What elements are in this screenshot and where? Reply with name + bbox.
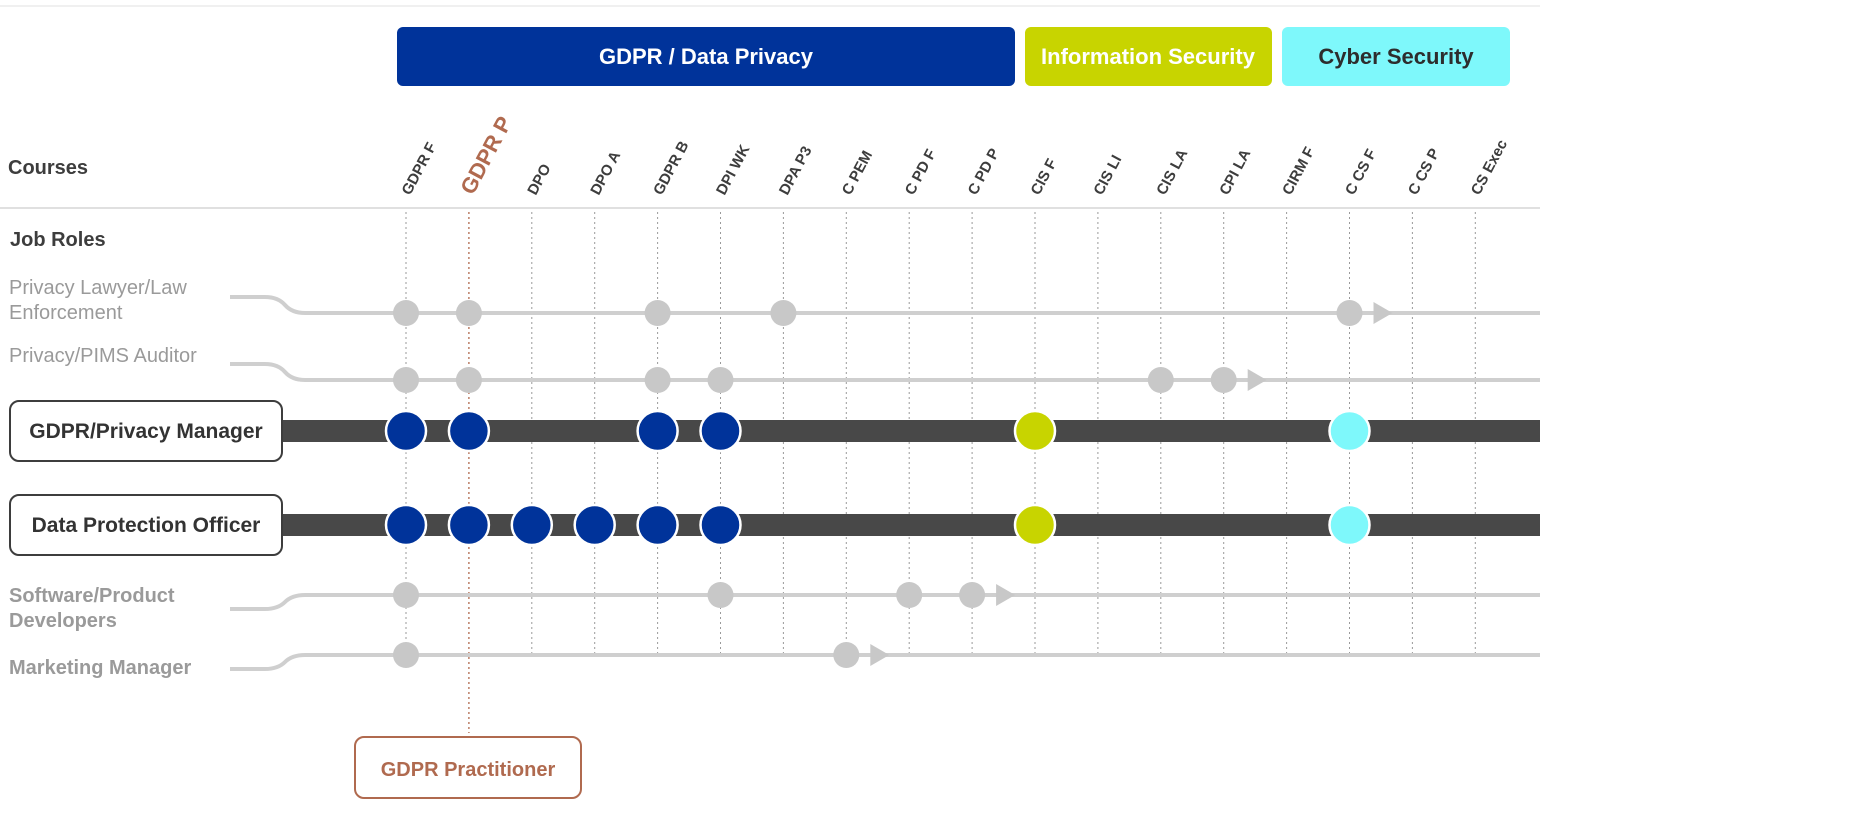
course-label[interactable]: DPA P3 — [776, 144, 816, 198]
course-label[interactable]: DPI WK — [713, 142, 754, 198]
minor-role-track — [230, 362, 1540, 382]
course-label[interactable]: GDPR F — [399, 140, 441, 198]
gdpr-practitioner-callout[interactable]: GDPR Practitioner — [354, 736, 582, 799]
course-dot[interactable] — [833, 642, 860, 668]
course-dot[interactable] — [644, 367, 671, 393]
course-label[interactable]: DPO A — [587, 148, 624, 198]
job-roles-header: Job Roles — [10, 229, 106, 251]
course-label[interactable]: DPO — [524, 161, 554, 198]
course-label[interactable]: CIRM F — [1279, 144, 1318, 198]
role-label: Marketing Manager — [9, 657, 191, 679]
course-label[interactable]: C PEM — [839, 148, 876, 198]
course-dot[interactable] — [1328, 503, 1371, 547]
course-dot[interactable] — [1013, 503, 1057, 547]
category-label-privacy: GDPR / Data Privacy — [599, 44, 814, 69]
course-dot[interactable] — [447, 503, 491, 547]
courses-header: Courses — [8, 157, 88, 179]
role-tracks — [230, 295, 1540, 671]
arrow-right-icon — [870, 644, 890, 666]
role-label: Software/Product — [9, 585, 175, 607]
role-box[interactable]: Data Protection Officer — [9, 494, 283, 556]
role-box[interactable]: GDPR/Privacy Manager — [9, 400, 283, 462]
course-dot[interactable] — [573, 503, 616, 547]
course-dot[interactable] — [707, 367, 734, 393]
course-label[interactable]: CPI LA — [1216, 146, 1254, 198]
role-label: Privacy Lawyer/Law — [9, 277, 187, 299]
callout-label: GDPR Practitioner — [381, 759, 556, 781]
category-bar-infosec: Information Security — [1025, 27, 1272, 86]
course-dot[interactable] — [393, 642, 419, 668]
course-dot[interactable] — [636, 409, 679, 453]
course-label[interactable]: C PD P — [965, 146, 1003, 198]
course-dot[interactable] — [447, 409, 491, 453]
role-label: GDPR/Privacy Manager — [29, 420, 262, 443]
course-dot[interactable] — [699, 503, 742, 547]
major-role-track — [282, 420, 1540, 442]
course-dot[interactable] — [455, 300, 482, 326]
course-dot[interactable] — [384, 409, 428, 453]
course-dot[interactable] — [959, 582, 986, 608]
course-dot[interactable] — [1336, 300, 1363, 326]
role-label: Developers — [9, 610, 117, 632]
course-label[interactable]: C CS P — [1405, 146, 1443, 198]
course-label[interactable]: CIS LI — [1090, 152, 1125, 198]
course-dot[interactable] — [393, 582, 419, 608]
course-dot[interactable] — [1328, 409, 1371, 453]
course-dot[interactable] — [636, 503, 679, 547]
course-label[interactable]: CS Exec — [1468, 137, 1511, 198]
course-dot[interactable] — [896, 582, 923, 608]
course-dot[interactable] — [1147, 367, 1174, 393]
course-label[interactable]: C CS F — [1342, 146, 1380, 197]
course-label[interactable]: C PD F — [902, 146, 940, 197]
course-label[interactable]: CIS F — [1028, 156, 1061, 198]
minor-role-track — [230, 593, 1540, 611]
course-dot[interactable] — [699, 409, 742, 453]
course-dots — [384, 300, 1393, 668]
course-dot[interactable] — [393, 367, 419, 393]
category-label-infosec: Information Security — [1041, 44, 1256, 69]
role-labels: Privacy Lawyer/LawEnforcementPrivacy/PIM… — [9, 277, 283, 679]
course-dot[interactable] — [644, 300, 671, 326]
course-dot[interactable] — [455, 367, 482, 393]
course-dot[interactable] — [510, 503, 554, 547]
course-label[interactable]: CIS LA — [1153, 146, 1191, 198]
role-label: Enforcement — [9, 302, 123, 324]
course-label[interactable]: GDPR P — [455, 112, 517, 198]
role-label: Data Protection Officer — [32, 514, 261, 537]
course-dot[interactable] — [384, 503, 428, 547]
minor-role-track — [230, 653, 1540, 671]
course-dot[interactable] — [393, 300, 419, 326]
role-label: Privacy/PIMS Auditor — [9, 345, 197, 367]
course-dot[interactable] — [1013, 409, 1057, 453]
category-label-cyber: Cyber Security — [1318, 44, 1474, 69]
category-bar-cyber: Cyber Security — [1282, 27, 1510, 86]
arrow-right-icon — [1247, 369, 1267, 391]
minor-role-track — [230, 295, 1540, 315]
arrow-right-icon — [996, 584, 1016, 606]
course-dot[interactable] — [707, 582, 734, 608]
course-dot[interactable] — [1210, 367, 1237, 393]
course-dot[interactable] — [770, 300, 797, 326]
arrow-right-icon — [1373, 302, 1393, 324]
category-bar-privacy: GDPR / Data Privacy — [397, 27, 1015, 86]
course-label[interactable]: GDPR B — [650, 138, 692, 198]
